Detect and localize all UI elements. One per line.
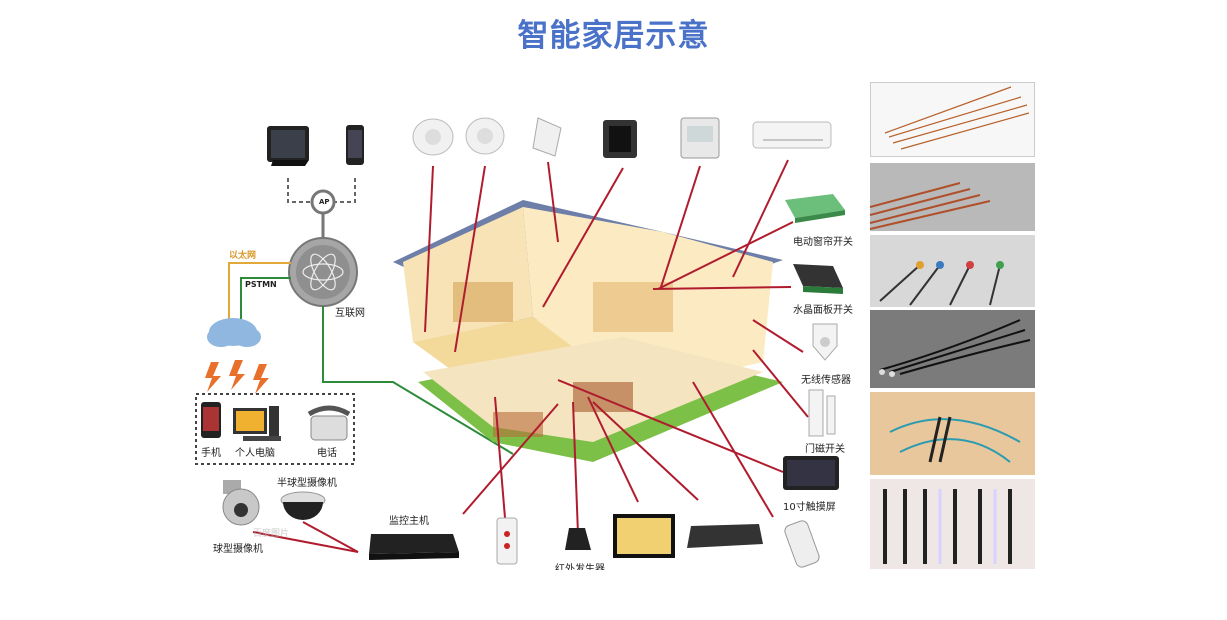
gas-detector-icon xyxy=(465,117,505,155)
tablet-icon xyxy=(267,126,309,166)
remote-control-icon xyxy=(784,520,820,568)
telephone-label: 电话 xyxy=(317,448,337,459)
television-icon xyxy=(613,514,675,558)
telephone-icon xyxy=(307,405,351,441)
thumbnail-thermistor-colored-beads[interactable] xyxy=(870,235,1035,307)
watermark: 百度图片 xyxy=(253,529,290,539)
air-conditioner-icon xyxy=(752,121,832,149)
ir-emitter-label: 红外发生器 xyxy=(555,564,605,570)
ball-camera-icon xyxy=(222,480,260,526)
thumbnail-thermistor-black-cables[interactable] xyxy=(870,310,1035,388)
monitor-host-label: 监控主机 xyxy=(389,516,429,527)
thermistor-blue-black-cables-image xyxy=(870,392,1035,475)
wireless-sensor-label: 无线传感器 xyxy=(801,375,851,386)
smoke-detector-icon xyxy=(412,118,454,156)
phone-label: 手机 xyxy=(201,448,221,459)
ir-emitter-icon xyxy=(565,528,591,550)
wireless-sensor-icon xyxy=(812,323,838,361)
diagram-artwork xyxy=(195,117,845,568)
curtain-switch-label: 电动窗帘开关 xyxy=(793,237,853,248)
touchscreen-label: 10寸触摸屏 xyxy=(783,502,836,513)
thermistor-black-cables-image xyxy=(870,310,1035,388)
thumbnail-thermistor-wires-thin[interactable] xyxy=(870,82,1035,157)
pstn-label: PSTMN xyxy=(245,280,277,289)
remote-fob-icon xyxy=(496,517,518,565)
house-illustration xyxy=(393,200,783,462)
page-title: 智能家居示意 xyxy=(517,18,710,54)
thumbnail-thermistor-blue-black-cables[interactable] xyxy=(870,392,1035,475)
internet-globe-icon xyxy=(288,237,358,307)
dvr-icon xyxy=(687,524,763,548)
ethernet-label: 以太网 xyxy=(229,251,257,261)
dome-camera-label: 半球型摄像机 xyxy=(277,478,337,489)
ap-label: AP xyxy=(319,198,330,206)
thermostat-icon xyxy=(680,117,720,159)
ball-camera-label: 球型摄像机 xyxy=(213,544,263,555)
thermistor-probes-image xyxy=(870,479,1035,569)
wall-panel-icon xyxy=(603,120,637,158)
personal-computer-icon xyxy=(233,406,281,441)
lightning-icon xyxy=(205,360,269,394)
pc-label: 个人电脑 xyxy=(235,448,275,459)
thermistor-colored-beads-image xyxy=(870,235,1035,307)
pir-sensor-icon xyxy=(532,117,562,157)
monitor-host-icon xyxy=(369,534,459,560)
crystal-panel-label: 水晶面板开关 xyxy=(793,305,853,316)
crystal-panel-icon xyxy=(793,264,843,294)
mobile-phone-icon xyxy=(201,402,221,438)
thumbnail-thermistor-probes[interactable] xyxy=(870,479,1035,569)
dome-camera-icon xyxy=(280,491,326,520)
curtain-switch-icon xyxy=(785,194,845,223)
thumbnail-thermistor-wires-copper[interactable] xyxy=(870,163,1035,231)
smart-home-diagram: AP 以太网 PSTMN 互联网 手机 个人电脑 电话 半球型摄像机 球型摄像机… xyxy=(193,82,865,570)
door-sensor-icon xyxy=(808,389,836,437)
smartphone-icon xyxy=(346,125,364,165)
thermistor-wires-thin-image xyxy=(871,83,1034,156)
internet-label: 互联网 xyxy=(335,308,365,319)
cloud-icon xyxy=(207,318,261,347)
touchscreen-icon xyxy=(783,456,839,490)
door-sensor-label: 门磁开关 xyxy=(805,444,845,455)
thermistor-wires-copper-image xyxy=(870,163,1035,231)
